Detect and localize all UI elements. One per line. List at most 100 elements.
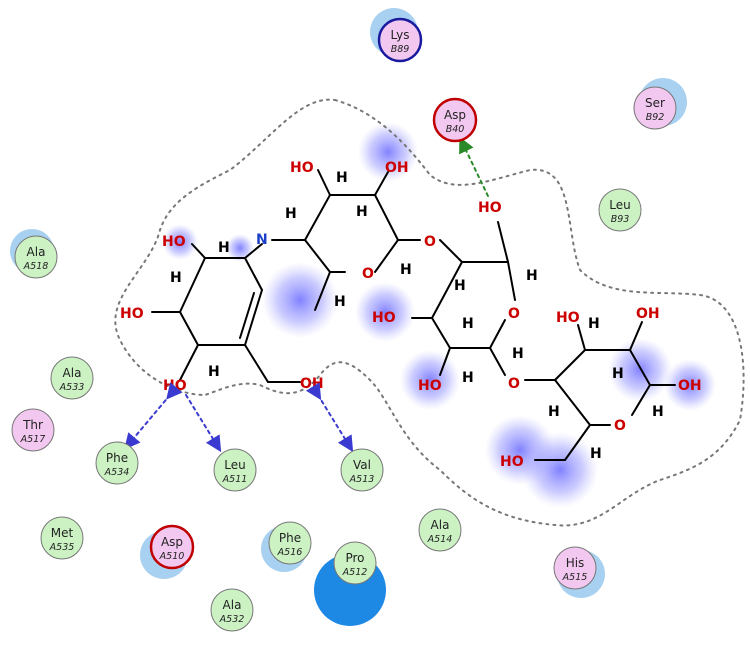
residue-id: A532 [219,614,245,625]
hydrogen-bonds [124,136,489,453]
residue-name: Ala [431,518,450,532]
atom-nitrogen: N [256,232,268,248]
hbond-phe-a534 [124,382,183,450]
atom-oh-4: OH [300,376,324,392]
atom-h-5: H [336,170,348,186]
residue-id: A510 [159,551,185,562]
binding-pocket-outline [114,98,745,527]
residue-bubble [210,588,254,632]
atom-h-18: H [590,446,602,462]
atom-h-11: H [462,316,474,332]
residue-bubble [377,17,423,63]
residue-name: Ala [223,598,242,612]
residue-id: B93 [611,214,630,225]
residue-id: A515 [562,572,588,583]
atom-h-10: H [526,268,538,284]
atom-oh-10: HO [556,310,580,326]
residue-id: B89 [391,44,410,55]
residue-name: Leu [224,458,245,472]
atom-h-4: H [285,206,297,222]
residue-id: A534 [104,467,130,478]
residue-bubble [11,408,55,452]
residue-id: A511 [222,474,248,485]
ligand-bonds [151,169,676,461]
residue-bubble [14,235,58,279]
residue-bubble [95,441,139,485]
residue-bubble [340,448,384,492]
residue-id: A513 [349,474,375,485]
atom-ring-oxygen-3: O [614,418,626,434]
residue-name: Phe [279,531,301,545]
residue-name: Thr [22,418,43,432]
residue-bubble [333,541,377,585]
residue-id: A535 [49,542,75,553]
hbond-leu-a511 [185,394,222,453]
atom-h-14: H [588,316,600,332]
atom-oh-7: HO [478,200,502,216]
residue-bubble [149,524,195,570]
atom-oh-3: HO [163,378,187,394]
residue-name: Asp [444,108,466,122]
residue-id: A517 [20,434,46,445]
atom-oh-11: OH [636,306,660,322]
atom-oh-5: HO [290,160,314,176]
residue-bubble [213,448,257,492]
atom-oh-2: HO [120,306,144,322]
residue-bubble [432,97,478,143]
residue-id: B92 [646,112,665,123]
atom-glycosidic-oxygen-1: O [424,234,436,250]
atom-glycosidic-oxygen-2: O [508,376,520,392]
residue-name: Asp [161,535,183,549]
hbond-asp-b40 [459,136,489,197]
residue-name: Ala [63,366,82,380]
residue-bubble [50,356,94,400]
residue-name: Ser [645,96,665,110]
atom-h-1: H [218,240,230,256]
atom-h-17: H [652,404,664,420]
hbond-val-a513 [305,382,354,453]
atom-h-3: H [208,364,220,380]
atom-h-13: H [512,346,524,362]
residue-name: Leu [609,198,630,212]
atom-oh-9: HO [418,378,442,394]
residue-name: His [566,556,585,570]
solvent-exposure-layer [162,122,716,508]
atom-h-12: H [462,370,474,386]
atom-h-8: H [334,294,346,310]
atom-h-2: H [170,270,182,286]
residue-name: Pro [345,551,364,565]
residue-bubble [633,86,677,130]
atom-oh-12: OH [678,378,702,394]
atom-h-7: H [400,262,412,278]
residue-name: Met [51,526,74,540]
atom-oh-8: HO [372,310,396,326]
residue-id: A533 [59,382,85,393]
residue-id: A516 [277,547,303,558]
atom-ring-oxygen-2: O [508,306,520,322]
atom-oh-1: HO [162,234,186,250]
residue-name: Phe [106,451,128,465]
atom-oh-13: HO [500,454,524,470]
residue-id: A518 [23,261,49,272]
residue-bubble [598,188,642,232]
residue-id: A512 [342,567,368,578]
residue-layer: LysB89AspB40SerB92LeuB93AlaA518AlaA533Th… [10,8,687,632]
residue-bubble [40,516,84,560]
residue-bubble [553,546,597,590]
